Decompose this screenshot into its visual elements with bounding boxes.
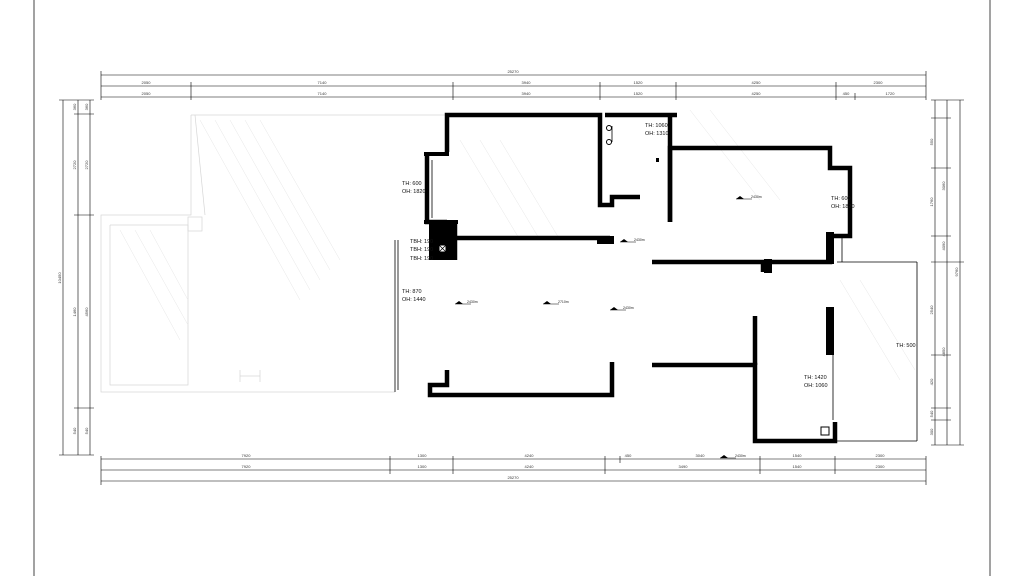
note-1-line2: OH: 1310: [645, 131, 669, 137]
note-7: TH: 500: [896, 343, 916, 349]
note-6-line2: OH: 1060: [804, 383, 828, 389]
dim-top2-5: 4250: [752, 91, 762, 96]
dim-top-4: 1520: [634, 80, 644, 85]
dim-left-3: 1460: [72, 307, 77, 317]
note-2-line1: TH: 600: [402, 181, 422, 187]
dim-bottom-total: 25270: [507, 475, 519, 480]
dim-left-4: 540: [72, 427, 77, 434]
dim-top-5: 4250: [752, 80, 762, 85]
dim-bottom-3: 4240: [525, 453, 535, 458]
dim-top-6: 2300: [874, 80, 884, 85]
note-4-line3: TBH: 190: [410, 256, 433, 262]
dim-bottom-4: 450: [625, 453, 632, 458]
note-1-line1: TH: 1060: [645, 123, 668, 129]
note-5-line1: TH: 870: [402, 289, 422, 295]
note-2-line2: OH: 1820: [402, 189, 426, 195]
dim-bottom2-2: 1300: [418, 464, 428, 469]
dim-top2-7: 1720: [886, 91, 896, 96]
level-marker: 2430m: [736, 195, 762, 200]
dimension-lines: [62, 74, 961, 482]
dim-top2-1: 2050: [142, 91, 152, 96]
fixture-circle: [606, 139, 612, 145]
note-5-line2: OH: 1440: [402, 297, 426, 303]
level-marker: 2430m: [720, 454, 746, 459]
dim-right-3: 1760: [929, 197, 934, 207]
dim-left-total: 10450: [57, 272, 62, 284]
dim-left2-2: 2720: [84, 160, 89, 170]
fixture-circle: [606, 125, 612, 131]
dim-bottom-1: 7920: [242, 453, 252, 458]
dim-right-7: 300: [929, 428, 934, 435]
dim-top-total: 25270: [507, 69, 519, 74]
walls: [424, 112, 853, 444]
dim-top2-3: 3940: [522, 91, 532, 96]
dim-right-2: 3060: [941, 181, 946, 191]
dim-left2-3: 4560: [84, 307, 89, 317]
dim-right-5: 420: [929, 378, 934, 385]
note-3-line1: TH: 600: [831, 196, 851, 202]
level-markers: 2430m 2430m 2710m 2430m 2430m 2430m: [455, 195, 762, 459]
dim-bottom2-1: 7920: [242, 464, 252, 469]
dim-bottom-7: 2300: [876, 453, 886, 458]
dim-bottom2-4: 3490: [679, 464, 689, 469]
dim-right-total: 9760: [954, 267, 959, 277]
dim-right2-1: 4090: [941, 241, 946, 251]
dim-top-2: 7140: [318, 80, 328, 85]
dim-top2-6: 450: [843, 91, 850, 96]
note-4-line2: TBH: 190: [410, 247, 433, 253]
dim-right-6: 540: [929, 410, 934, 417]
level-marker: 2430m: [610, 306, 634, 311]
dim-right2-2: 4850: [941, 347, 946, 357]
level-label: 2430m: [634, 238, 645, 242]
level-label: 2430m: [467, 300, 478, 304]
column-marker: [820, 426, 830, 436]
dim-bottom2-3: 4240: [525, 464, 535, 469]
dim-top2-2: 7140: [318, 91, 328, 96]
dim-bottom-6: 1540: [793, 453, 803, 458]
fixture-mark: [656, 158, 659, 162]
annotations: TH: 1060 OH: 1310 TH: 600 OH: 1820 TH: 6…: [402, 123, 916, 389]
level-marker: 2430m: [455, 300, 478, 305]
level-label: 2430m: [735, 454, 746, 458]
dim-left-2: 2720: [72, 160, 77, 170]
dim-left2-4: 540: [84, 427, 89, 434]
wall-fills: [424, 152, 834, 355]
dim-bottom2-5: 1540: [793, 464, 803, 469]
level-label: 2430m: [623, 306, 634, 310]
dim-right-4: 2540: [929, 305, 934, 315]
level-label: 2430m: [751, 195, 762, 199]
level-marker: 2710m: [543, 300, 569, 305]
hatch-pattern: [119, 109, 916, 381]
note-3-line2: OH: 1820: [831, 204, 855, 210]
level-marker: 2430m: [620, 238, 645, 243]
dimension-ticks: [59, 71, 964, 485]
dim-bottom-5: 3040: [696, 453, 706, 458]
dim-bottom2-6: 2300: [876, 464, 886, 469]
dim-top-1: 2050: [142, 80, 152, 85]
windows: [394, 126, 918, 442]
dimension-labels: 25270 2050 7140 3940 1520 4250 2300 2050…: [57, 69, 959, 480]
level-label: 2710m: [558, 300, 569, 304]
dim-bottom-2: 1300: [418, 453, 428, 458]
dim-left-1: 360: [72, 103, 77, 110]
note-6-line1: TH: 1420: [804, 375, 827, 381]
dim-top-3: 3940: [522, 80, 532, 85]
dim-right-1: 550: [929, 138, 934, 145]
note-4-line1: TBH: 190: [410, 239, 433, 245]
terrace-outline: [100, 114, 445, 393]
dim-top2-4: 1520: [634, 91, 644, 96]
dim-left2-1: 360: [84, 103, 89, 110]
